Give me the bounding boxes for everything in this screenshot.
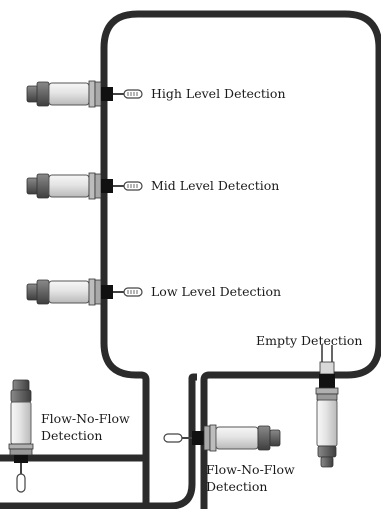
flow-left-label-line2: Detection [41,428,103,443]
flow-right-label: Flow-No-Flow Detection [206,461,295,495]
flow-sensor-icon [8,379,34,493]
empty-detection-label: Empty Detection [256,333,363,348]
mid-level-label: Mid Level Detection [151,178,280,193]
flow-right-label-line2: Detection [206,479,268,494]
high-level-label: High Level Detection [151,86,286,101]
flow-left-label-line1: Flow-No-Flow [41,411,130,426]
level-sensor-icon [315,345,339,468]
tank-wall [100,10,381,509]
flow-left-label: Flow-No-Flow Detection [41,410,130,444]
level-sensor-icon [26,278,143,306]
right-outlet-pipe [150,438,204,509]
flow-right-label-line1: Flow-No-Flow [206,462,295,477]
level-sensor-icon [26,172,143,200]
level-sensor-icon [26,80,143,108]
flow-sensor-icon [163,424,281,452]
low-level-label: Low Level Detection [151,284,282,299]
